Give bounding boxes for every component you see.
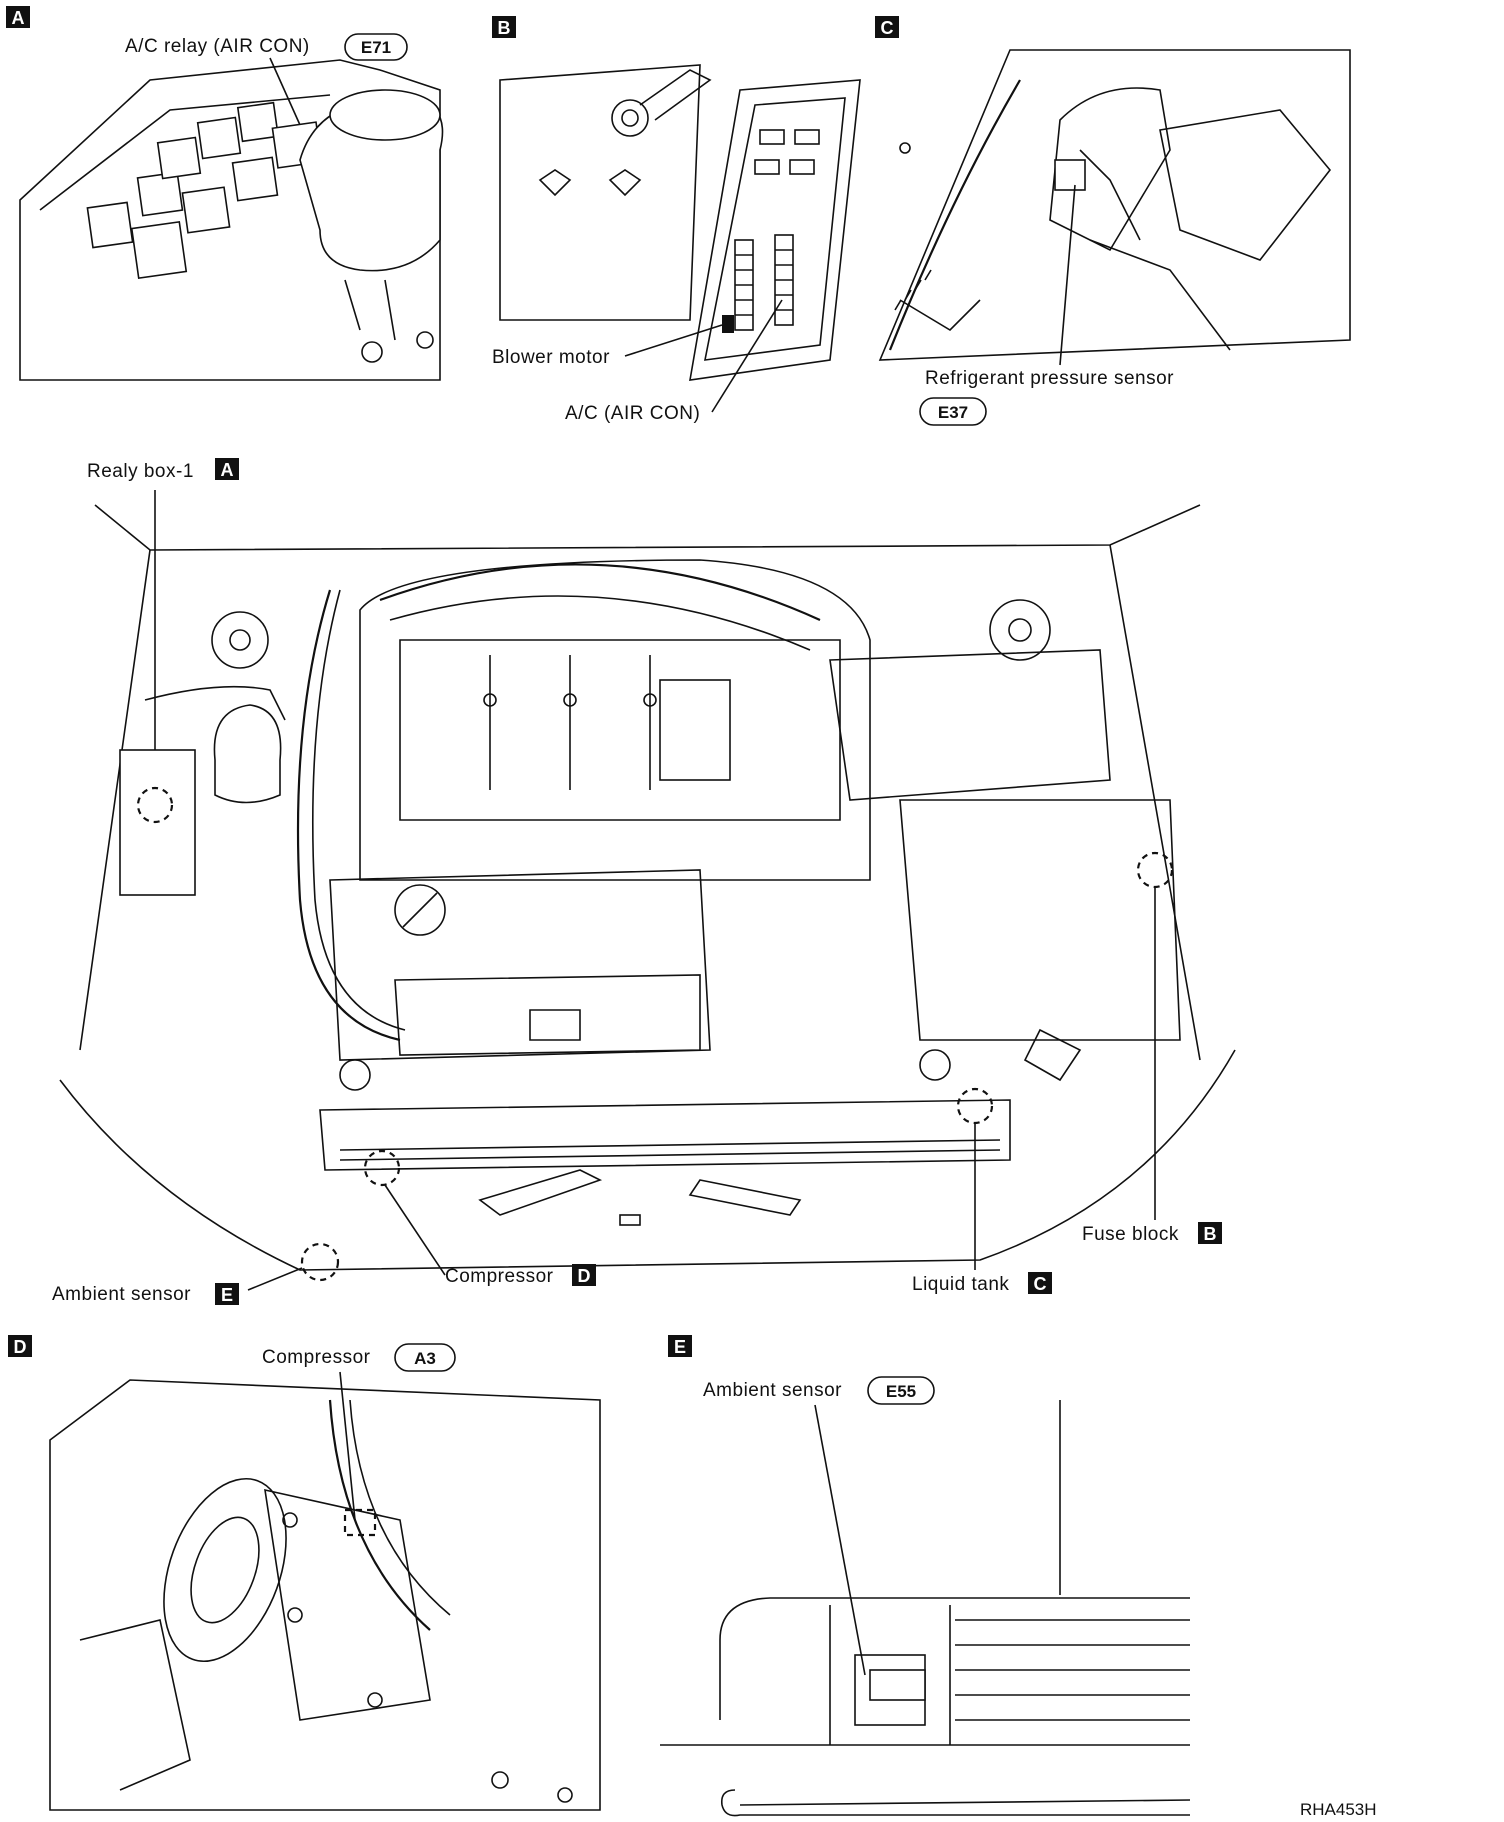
panel-c-letter: C bbox=[881, 18, 894, 38]
e37-connector-badge bbox=[919, 397, 987, 426]
ambient-sensor-location-marker bbox=[300, 1242, 340, 1282]
ambient-sensor-ref-letter: E bbox=[221, 1285, 233, 1305]
e55-connector-badge bbox=[867, 1376, 935, 1405]
fuse-block-location-marker bbox=[1136, 851, 1174, 889]
e37-connector-text: E37 bbox=[938, 403, 968, 422]
panel-c-marker bbox=[875, 16, 899, 38]
fuse-block-label: Fuse block bbox=[1082, 1224, 1179, 1245]
panel-a-marker bbox=[6, 6, 30, 28]
compressor-location-marker bbox=[363, 1149, 401, 1187]
compressor-leader bbox=[384, 1184, 446, 1276]
compressor-label: Compressor bbox=[445, 1266, 554, 1287]
ambient-sensor-leader bbox=[247, 1267, 303, 1291]
e71-connector-text: E71 bbox=[361, 38, 391, 57]
compressor-detail-leader bbox=[339, 1371, 356, 1521]
ambient-sensor-drawing bbox=[660, 1400, 1191, 1817]
e55-connector-text: E55 bbox=[886, 1382, 916, 1401]
fuse-block-drawing bbox=[499, 64, 861, 381]
panel-a-letter: A bbox=[12, 8, 25, 28]
compressor-connector-location bbox=[343, 1508, 377, 1537]
refrigerant-pressure-sensor-label: Refrigerant pressure sensor bbox=[925, 368, 1174, 389]
ambient-sensor-detail-label: Ambient sensor bbox=[703, 1380, 842, 1401]
compressor-drawing bbox=[49, 1379, 601, 1811]
panel-a: A A/C relay (AIR CON) E71 bbox=[6, 6, 444, 381]
fuse-block-ref-marker bbox=[1198, 1222, 1222, 1244]
blower-motor-leader bbox=[624, 324, 723, 357]
relay-box-ref-letter: A bbox=[221, 460, 234, 480]
ac-air-con-fuse-leader bbox=[711, 299, 783, 413]
liquid-tank-label: Liquid tank bbox=[912, 1274, 1009, 1295]
blower-motor-label: Blower motor bbox=[492, 347, 610, 368]
ac-relay-label: A/C relay (AIR CON) bbox=[125, 36, 310, 57]
compressor-detail-label: Compressor bbox=[262, 1347, 371, 1368]
liquid-tank-ref-letter: C bbox=[1034, 1274, 1047, 1294]
compressor-ref-letter: D bbox=[578, 1266, 591, 1286]
ambient-sensor-detail-leader bbox=[814, 1404, 866, 1676]
a3-connector-badge bbox=[394, 1343, 456, 1372]
relay-box-ref-marker bbox=[215, 458, 239, 480]
liquid-tank-location-marker bbox=[956, 1087, 994, 1125]
engine-bay-view: Realy box-1 A bbox=[52, 458, 1236, 1305]
fuse-block-ref-letter: B bbox=[1204, 1224, 1217, 1244]
panel-d-marker bbox=[8, 1335, 32, 1357]
relay-box-location-marker bbox=[136, 786, 174, 824]
figure-reference: RHA453H bbox=[1300, 1800, 1377, 1819]
panel-b-letter: B bbox=[498, 18, 511, 38]
panel-b-marker bbox=[492, 16, 516, 38]
panel-c: C Refrigerant pressure sensor E37 bbox=[875, 16, 1351, 426]
a3-connector-text: A3 bbox=[414, 1349, 436, 1368]
engine-bay-drawing bbox=[59, 504, 1236, 1282]
panel-e: E Ambient sensor E55 bbox=[660, 1335, 1191, 1817]
ac-relay-leader bbox=[269, 57, 301, 126]
panel-d-letter: D bbox=[14, 1337, 27, 1357]
panel-d: D Compressor A3 bbox=[8, 1335, 601, 1811]
ambient-sensor-ref-marker bbox=[215, 1283, 239, 1305]
ambient-sensor-main-label: Ambient sensor bbox=[52, 1284, 191, 1305]
panel-b: B bbox=[492, 16, 861, 424]
relay-box-drawing bbox=[19, 59, 444, 381]
refrigerant-pressure-sensor-leader bbox=[1059, 184, 1076, 366]
ac-air-con-fuse-label: A/C (AIR CON) bbox=[565, 403, 700, 424]
liquid-tank-ref-marker bbox=[1028, 1272, 1052, 1294]
relay-box-label: Realy box-1 bbox=[87, 461, 194, 482]
panel-e-marker bbox=[668, 1335, 692, 1357]
e71-connector-badge bbox=[344, 33, 408, 61]
panel-e-letter: E bbox=[674, 1337, 686, 1357]
compressor-ref-marker bbox=[572, 1264, 596, 1286]
refrigerant-sensor-drawing bbox=[878, 49, 1351, 361]
